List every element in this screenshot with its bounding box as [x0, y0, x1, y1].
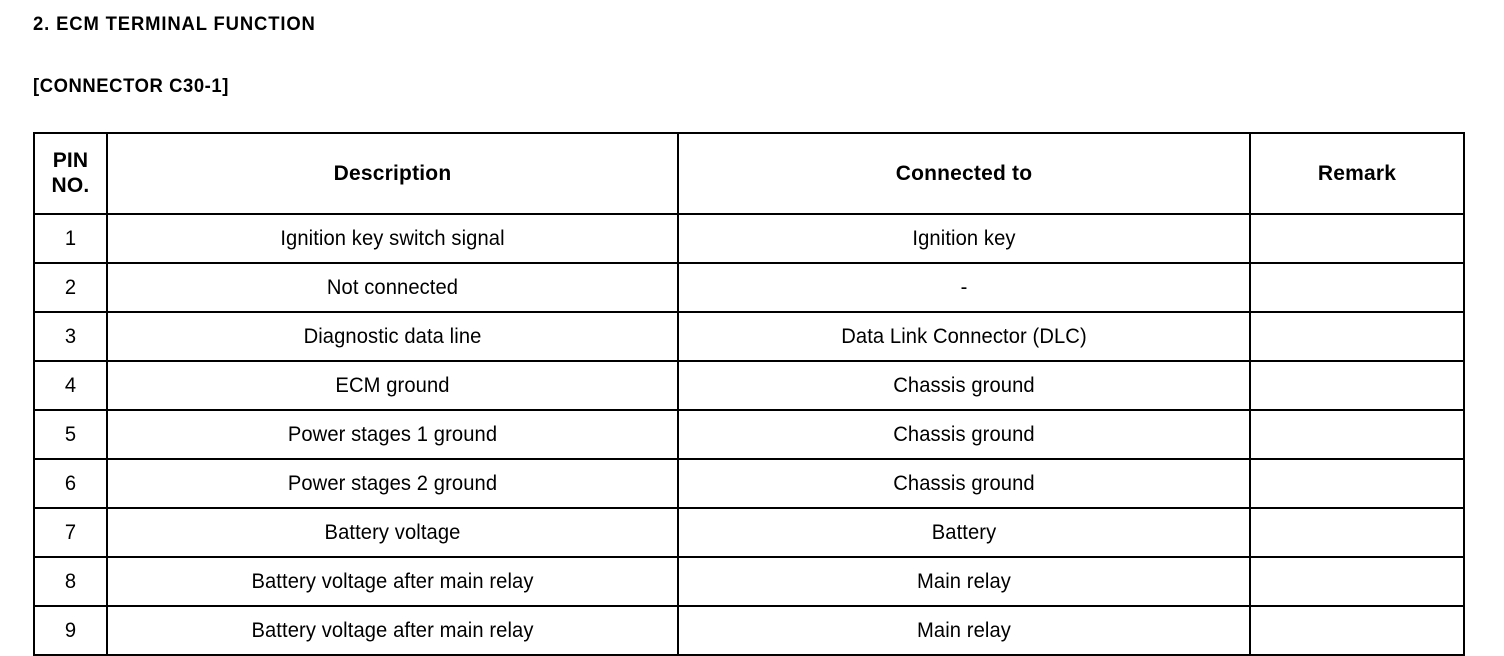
table-header-row: PIN NO. Description Connected to Remark: [33, 132, 1465, 215]
cell-connected-to: Chassis ground: [677, 360, 1251, 411]
cell-description-text: Not connected: [326, 276, 459, 299]
cell-remark: [1249, 409, 1465, 460]
table-row: 1 Ignition key switch signal Ignition ke…: [33, 213, 1465, 264]
cell-connected-to: Main relay: [677, 605, 1251, 656]
column-header-remark: Remark: [1249, 132, 1465, 215]
cell-pin: 9: [33, 605, 108, 656]
cell-pin-text: 1: [64, 227, 77, 250]
cell-description: Ignition key switch signal: [106, 213, 679, 264]
table-row: 5 Power stages 1 ground Chassis ground: [33, 409, 1465, 460]
column-header-description: Description: [106, 132, 679, 215]
ecm-terminal-function-table: PIN NO. Description Connected to Remark …: [33, 132, 1465, 656]
table-row: 6 Power stages 2 ground Chassis ground: [33, 458, 1465, 509]
table-row: 7 Battery voltage Battery: [33, 507, 1465, 558]
cell-pin: 5: [33, 409, 108, 460]
ecm-terminal-function-table-container: PIN NO. Description Connected to Remark …: [33, 132, 1465, 656]
cell-description: Power stages 2 ground: [106, 458, 679, 509]
column-header-pin-no: PIN NO.: [33, 132, 108, 215]
cell-pin-text: 9: [64, 619, 77, 642]
table-header: PIN NO. Description Connected to Remark: [33, 132, 1465, 215]
cell-remark: [1249, 262, 1465, 313]
cell-pin-text: 4: [64, 374, 77, 397]
cell-connected-to-text: Main relay: [917, 619, 1011, 642]
connector-subtitle: [CONNECTOR C30-1]: [33, 76, 229, 97]
cell-pin: 6: [33, 458, 108, 509]
cell-connected-to-text: Chassis ground: [893, 423, 1035, 446]
cell-connected-to-text: Ignition key: [912, 227, 1016, 250]
cell-description: Battery voltage: [106, 507, 679, 558]
cell-connected-to-text: Main relay: [917, 570, 1011, 593]
cell-connected-to-text: Battery: [931, 521, 997, 544]
cell-description: Power stages 1 ground: [106, 409, 679, 460]
table-row: 4 ECM ground Chassis ground: [33, 360, 1465, 411]
column-header-connected-to: Connected to: [677, 132, 1251, 215]
cell-description-text: Battery voltage after main relay: [251, 619, 534, 642]
cell-pin: 7: [33, 507, 108, 558]
cell-connected-to: Ignition key: [677, 213, 1251, 264]
cell-description: ECM ground: [106, 360, 679, 411]
page-title: 2. ECM TERMINAL FUNCTION: [33, 14, 316, 35]
table-row: 3 Diagnostic data line Data Link Connect…: [33, 311, 1465, 362]
cell-connected-to: Chassis ground: [677, 458, 1251, 509]
cell-description: Not connected: [106, 262, 679, 313]
cell-pin-text: 3: [64, 325, 77, 348]
cell-connected-to-text: Data Link Connector (DLC): [841, 325, 1087, 348]
column-header-pin-line1: PIN: [52, 149, 89, 173]
column-header-pin-line2: NO.: [51, 173, 90, 197]
cell-description: Diagnostic data line: [106, 311, 679, 362]
cell-pin-text: 5: [64, 423, 77, 446]
table-row: 2 Not connected -: [33, 262, 1465, 313]
cell-pin-text: 6: [64, 472, 77, 495]
cell-connected-to: Main relay: [677, 556, 1251, 607]
cell-description: Battery voltage after main relay: [106, 556, 679, 607]
cell-description-text: Power stages 2 ground: [287, 472, 498, 495]
cell-description-text: Diagnostic data line: [303, 325, 482, 348]
cell-pin-text: 7: [64, 521, 77, 544]
cell-pin-text: 2: [64, 276, 77, 299]
cell-description-text: Power stages 1 ground: [287, 423, 498, 446]
cell-remark: [1249, 556, 1465, 607]
cell-pin: 8: [33, 556, 108, 607]
cell-pin-text: 8: [64, 570, 77, 593]
cell-remark: [1249, 458, 1465, 509]
cell-description-text: Ignition key switch signal: [280, 227, 505, 250]
cell-remark: [1249, 360, 1465, 411]
cell-description-text: Battery voltage: [324, 521, 461, 544]
cell-pin: 1: [33, 213, 108, 264]
cell-description-text: Battery voltage after main relay: [251, 570, 534, 593]
cell-connected-to: Battery: [677, 507, 1251, 558]
cell-description-text: ECM ground: [335, 374, 450, 397]
cell-description: Battery voltage after main relay: [106, 605, 679, 656]
cell-connected-to-text: -: [960, 276, 968, 299]
cell-remark: [1249, 507, 1465, 558]
cell-remark: [1249, 213, 1465, 264]
cell-connected-to-text: Chassis ground: [893, 472, 1035, 495]
table-row: 8 Battery voltage after main relay Main …: [33, 556, 1465, 607]
cell-connected-to-text: Chassis ground: [893, 374, 1035, 397]
cell-pin: 4: [33, 360, 108, 411]
cell-connected-to: Data Link Connector (DLC): [677, 311, 1251, 362]
cell-remark: [1249, 311, 1465, 362]
cell-connected-to: Chassis ground: [677, 409, 1251, 460]
table-row: 9 Battery voltage after main relay Main …: [33, 605, 1465, 656]
cell-pin: 2: [33, 262, 108, 313]
cell-connected-to: -: [677, 262, 1251, 313]
table-body: 1 Ignition key switch signal Ignition ke…: [33, 213, 1465, 656]
cell-pin: 3: [33, 311, 108, 362]
cell-remark: [1249, 605, 1465, 656]
